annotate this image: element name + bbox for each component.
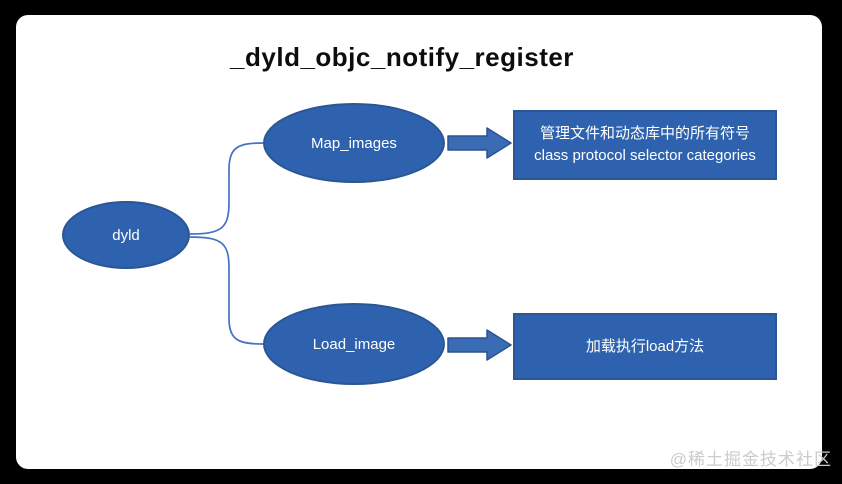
page-title: _dyld_objc_notify_register — [230, 42, 574, 72]
description-box-load-image: 加载执行load方法 — [513, 313, 777, 380]
description-map-images-line-1: 管理文件和动态库中的所有符号 — [539, 125, 750, 142]
node-map-images: Map_images — [263, 103, 445, 183]
node-map-images-label: Map_images — [311, 134, 397, 152]
watermark: @稀土掘金技术社区 — [669, 450, 832, 469]
description-map-images-line-2: class protocol selector categories — [534, 147, 756, 164]
description-box-map-images: 管理文件和动态库中的所有符号 class protocol selector c… — [513, 110, 777, 180]
node-load-image-label: Load_image — [312, 335, 396, 353]
node-dyld-label: dyld — [112, 226, 140, 244]
description-load-image-line-1: 加载执行load方法 — [585, 337, 705, 355]
node-dyld: dyld — [62, 201, 190, 269]
node-load-image: Load_image — [263, 303, 445, 385]
